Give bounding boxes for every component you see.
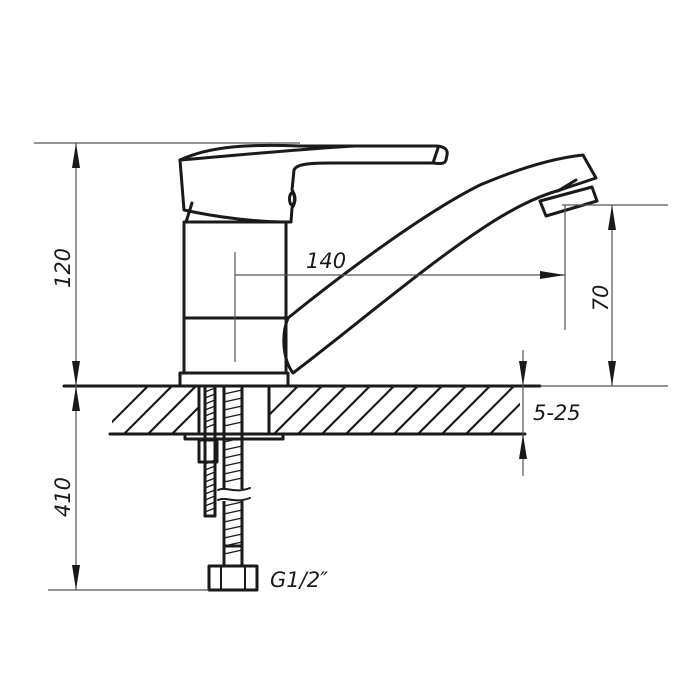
lever-handle [178,143,449,224]
dim-label-hose-length: 410 [51,477,75,517]
dimension-total-height: 120 [34,142,300,386]
dimension-spout-reach: 140 [235,249,565,279]
dimension-hose-length: 410 [48,386,209,591]
dimension-spout-height: 70 [540,204,668,387]
dimension-counter-thickness: 5-25 [519,350,581,476]
dim-label-total-height: 120 [51,248,75,288]
dim-label-spout-height: 70 [589,285,613,312]
countertop-section [62,384,542,436]
dim-label-counter-thickness: 5-25 [533,401,581,425]
faucet-body [178,201,290,388]
spout [282,153,599,375]
mounting-hardware [183,384,285,592]
label-connection-thread: G1/2″ [270,568,328,592]
dim-label-spout-reach: 140 [306,249,346,273]
